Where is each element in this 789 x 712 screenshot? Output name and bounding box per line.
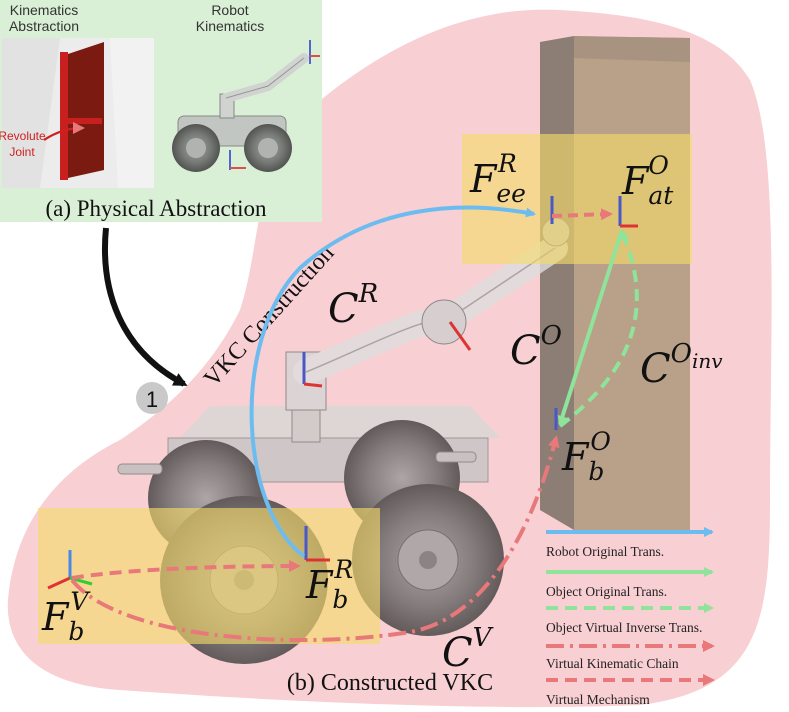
- panel-a-caption: (a) Physical Abstraction: [45, 196, 267, 221]
- door-panel: [68, 42, 104, 178]
- robot-kinematics-image: [172, 40, 320, 172]
- frame-F-ee-R: FeeR: [469, 149, 526, 208]
- legend: Robot Original Trans. Object Original Tr…: [546, 527, 715, 707]
- legend-label-object-original: Object Original Trans.: [546, 584, 667, 599]
- revolute-joint-label-2: Joint: [9, 145, 35, 159]
- step-1-number: 1: [146, 387, 158, 412]
- object-original-trans-arrow: [557, 229, 624, 426]
- frame-F-b-O: FbO: [561, 427, 611, 486]
- object-inverse-trans-arrow: [558, 230, 639, 428]
- frame-F-b-R: FbR: [305, 555, 353, 614]
- robot-kinematics-label-2: Kinematics: [196, 18, 264, 34]
- vkc-construction-arrow: [102, 227, 188, 387]
- kinematics-abstraction-label-1: Kinematics: [10, 2, 78, 18]
- legend-label-virtual-chain: Virtual Kinematic Chain: [546, 656, 679, 671]
- chain-C-V: CV: [442, 623, 494, 676]
- chain-C-O-inv: COinv: [640, 339, 723, 392]
- frame-axes: [47, 196, 638, 590]
- revolute-joint-bar: [60, 52, 68, 180]
- legend-label-object-inverse: Object Virtual Inverse Trans.: [546, 620, 702, 635]
- virtual-mechanism-arrow: [71, 560, 301, 580]
- step-1-badge: [136, 382, 168, 414]
- revolute-joint-label-1: Revolute: [0, 129, 46, 143]
- physical-abstraction-panel: Kinematics Abstraction Robot Kinematics …: [0, 0, 322, 222]
- panel-b-caption: (b) Constructed VKC: [287, 670, 493, 696]
- robot-original-trans-arrow: [249, 205, 536, 558]
- legend-label-virtual-mechanism: Virtual Mechanism: [546, 692, 650, 707]
- robot-kinematics-label-1: Robot: [211, 2, 248, 18]
- chain-C-R: CR: [328, 279, 378, 332]
- legend-label-robot-original: Robot Original Trans.: [546, 544, 664, 559]
- chain-C-O: CO: [510, 321, 562, 374]
- frame-F-at-O: FatO: [621, 151, 674, 210]
- virtual-kinematic-chain-arrow: [70, 435, 560, 643]
- end-effector-highlight: [462, 134, 692, 264]
- frame-F-b-V: FbV: [41, 587, 91, 646]
- kinematics-abstraction-label-2: Abstraction: [9, 18, 79, 34]
- ee-to-at-arrow: [551, 208, 613, 221]
